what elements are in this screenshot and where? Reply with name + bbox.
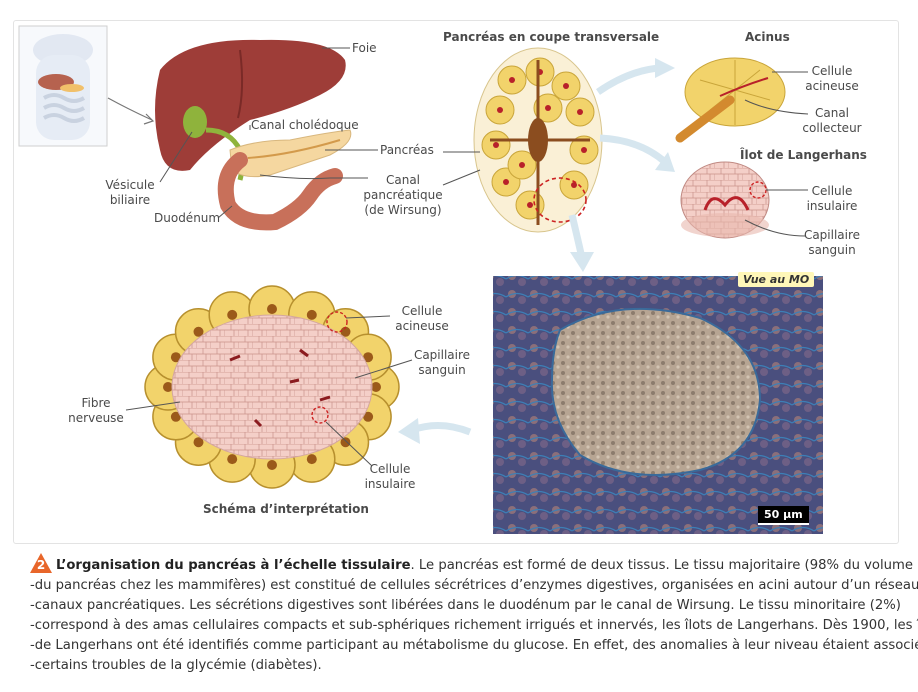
caption-line-3: -canaux pancréatiques. Les sécrétions di…	[30, 598, 901, 613]
caption-line-6: -certains troubles de la glycémie (diabè…	[30, 658, 322, 673]
schema-acinus-lumen	[170, 411, 181, 422]
islet-dot	[563, 83, 569, 89]
label-foie: Foie	[352, 41, 377, 55]
schema-acinus-lumen	[163, 382, 173, 392]
schema-acinus-lumen	[306, 454, 317, 465]
schema-acinus-lumen	[170, 352, 181, 363]
schema-acinus-lumen	[227, 309, 238, 320]
title-coupe-transversale: Pancréas en coupe transversale	[443, 30, 660, 44]
schema-acinus-lumen	[340, 437, 351, 448]
islet-dot	[571, 182, 577, 188]
schema-acinus-lumen	[193, 326, 204, 337]
schema-acinus-lumen	[267, 304, 277, 314]
schema-acinus-lumen	[227, 454, 238, 465]
label-capillaire-sanguin-top: Capillaire sanguin	[803, 228, 861, 257]
schema-acinus-lumen	[371, 382, 381, 392]
caption-line-5: -de Langerhans ont été identifiés comme …	[30, 638, 918, 653]
schema-acinus-lumen	[306, 309, 317, 320]
zoom-arrow-1	[107, 97, 153, 121]
caption-title: L’organisation du pancréas à l’échelle t…	[56, 558, 411, 573]
islet-dot	[493, 142, 499, 148]
islet-dot	[509, 77, 515, 83]
arrow-to-schema	[410, 422, 472, 436]
label-vesicule-biliaire: Vésicule biliaire	[105, 178, 155, 207]
islet-dot	[545, 105, 551, 111]
title-acinus: Acinus	[745, 30, 790, 44]
schema-acinus-lumen	[267, 460, 277, 470]
label-cellule-acineuse-top: Cellule acineuse	[805, 64, 859, 93]
islet-dot	[503, 179, 509, 185]
liver-pancreas-illustration	[155, 39, 352, 231]
label-canal-pancreatique: Canal pancréatique (de Wirsung)	[363, 173, 443, 217]
scale-bar: 50 µm	[758, 506, 809, 525]
interpretation-schema	[144, 285, 400, 489]
schema-acinus-lumen	[363, 352, 374, 363]
caption-line-4: -correspond à des amas cellulaires compa…	[30, 618, 918, 633]
schema-acinus-lumen	[340, 326, 351, 337]
arrow-to-micrograph	[568, 214, 586, 259]
figure-caption: 2 L’organisation du pancréas à l’échelle…	[30, 553, 918, 676]
caption-number-badge: 2	[30, 553, 52, 573]
label-fibre-nerveuse: Fibre nerveuse	[68, 396, 124, 425]
arrow-to-acinus	[596, 64, 661, 95]
figure-frame	[13, 20, 899, 544]
islet-dot	[527, 202, 533, 208]
caption-line-1: . Le pancréas est formé de deux tissus. …	[410, 558, 913, 573]
title-ilot-langerhans: Îlot de Langerhans	[740, 148, 867, 162]
title-schema-interpretation: Schéma d’interprétation	[203, 502, 369, 516]
label-canal-choledoque: Canal cholédoque	[251, 118, 359, 132]
light-micrograph	[493, 276, 823, 534]
label-canal-collecteur: Canal collecteur	[802, 106, 862, 135]
micrograph-tag: Vue au MO	[738, 272, 815, 287]
label-duodenum: Duodénum	[154, 211, 221, 225]
arrow-to-islet	[599, 134, 668, 165]
islet-dot	[581, 147, 587, 153]
islet-illustration	[680, 161, 770, 239]
acinus-illustration	[675, 57, 786, 143]
caption-line-2: -du pancréas chez les mammifères) est co…	[30, 578, 918, 593]
body-thumbnail	[18, 25, 108, 147]
label-cellule-acineuse-schema: Cellule acineuse	[395, 304, 449, 333]
islet-dot	[577, 109, 583, 115]
label-pancreas: Pancréas	[380, 143, 434, 157]
islet-dot	[497, 107, 503, 113]
islet-dot	[519, 162, 525, 168]
label-cellule-insulaire-schema: Cellule insulaire	[364, 462, 416, 491]
schema-acinus-lumen	[193, 437, 204, 448]
schema-acinus-lumen	[363, 411, 374, 422]
label-capillaire-sanguin-schema: Capillaire sanguin	[413, 348, 471, 377]
pancreas-cross-section	[473, 47, 603, 233]
label-cellule-insulaire-top: Cellule insulaire	[806, 184, 858, 213]
